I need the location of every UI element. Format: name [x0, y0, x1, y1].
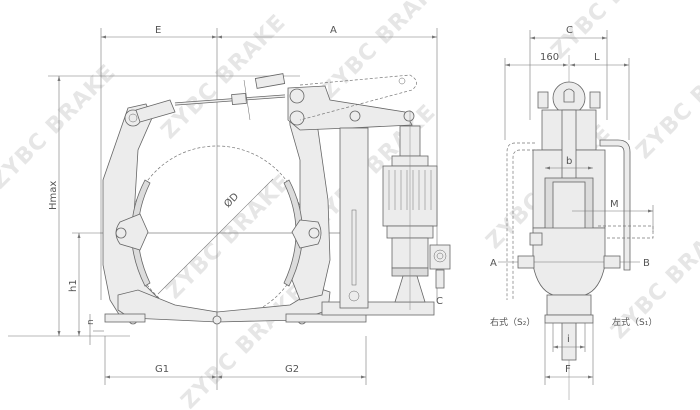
watermark: ZYBC BRAKE: [162, 170, 297, 305]
side-dim-M-label: M: [610, 199, 619, 210]
dim-G2-label: G2: [285, 364, 299, 375]
bottom-lever-right: [216, 287, 331, 323]
dim-G1-label: G1: [155, 364, 169, 375]
top-lever: [287, 85, 413, 131]
base-plate-left: [104, 313, 146, 323]
side-base-plate: [544, 314, 594, 324]
dim-E-label: E: [155, 25, 161, 36]
side-dim-C-label: C: [566, 25, 573, 36]
port-box: [429, 244, 451, 270]
left-type-label: 左式（S₁）: [612, 316, 657, 328]
side-dim-b-label: b: [566, 156, 572, 167]
dim-D-label: ØD: [222, 190, 242, 210]
side-dim-160-label: 160: [540, 52, 559, 63]
left-brake-shoe: [131, 179, 151, 287]
dim-Hmax-label: Hmax: [48, 181, 59, 210]
left-brake-arm: [102, 103, 161, 317]
side-dim-A-label: A: [490, 258, 497, 269]
watermark: ZYBC BRAKE: [0, 60, 121, 195]
watermark: ZYBC BRAKE: [632, 30, 700, 165]
dim-h1-label: h1: [68, 279, 79, 292]
watermark: ZYBC BRAKE: [317, 0, 452, 104]
dim-n-label: n: [86, 319, 96, 325]
front-view: E A Hmax h1 n G1 G2 ØD: [8, 25, 451, 390]
side-dim-L-label: L: [594, 52, 600, 63]
tie-rod-housing: [135, 99, 176, 123]
dim-A-label: A: [330, 25, 337, 36]
side-dim-i-label: i: [567, 334, 570, 345]
side-dim-F-label: F: [565, 364, 571, 375]
thruster-base: [321, 301, 435, 316]
side-dim-B-label: B: [643, 258, 650, 269]
support-column: [339, 127, 369, 309]
right-type-label: 右式（S₂）: [490, 316, 535, 328]
side-view: C 160 L b M: [490, 25, 657, 400]
port-C-label: C: [436, 296, 443, 307]
watermark: ZYBC BRAKE: [177, 280, 312, 410]
right-brake-shoe: [283, 179, 303, 287]
spring-indicator: [254, 73, 286, 89]
